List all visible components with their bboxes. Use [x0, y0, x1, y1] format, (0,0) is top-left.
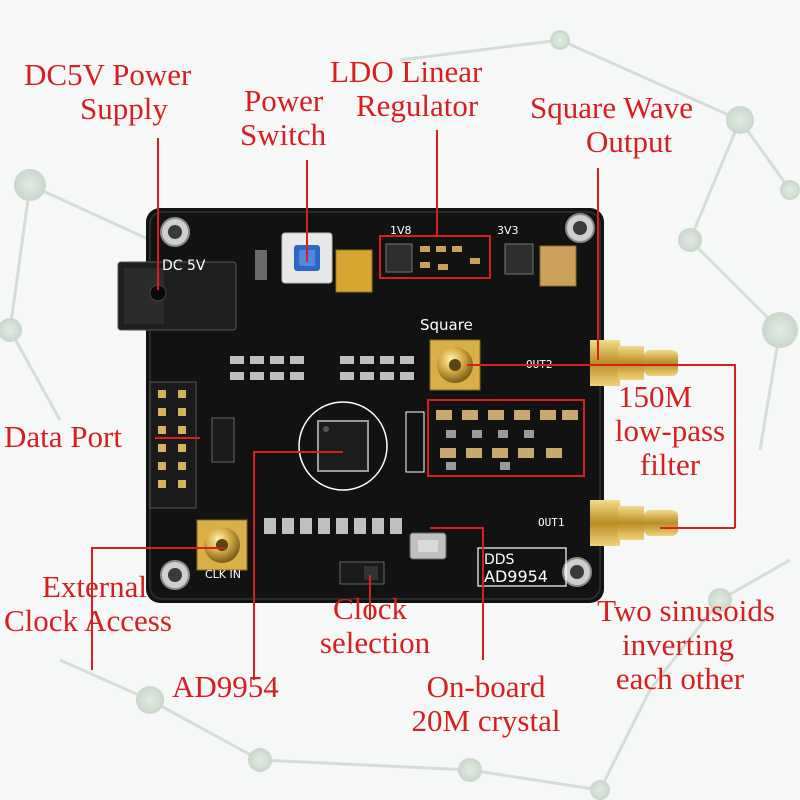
callout-lines — [91, 130, 736, 680]
label-switch-line2: Switch — [240, 117, 327, 152]
sma-out2 — [590, 340, 678, 386]
label-dc5v-line2: Supply — [80, 91, 168, 126]
pcb-board: DC 5V 1V8 3V3 Square OUT2 OUT1 DDS AD995… — [117, 208, 678, 603]
label-clksel-line2: selection — [319, 625, 431, 660]
sma-clk-in — [196, 519, 248, 571]
dc-power-jack — [117, 261, 237, 331]
label-ldo-regulator: LDO Linear Regulator — [330, 55, 482, 123]
label-extclk-line1: External — [42, 569, 148, 604]
silk-3v3: 3V3 — [497, 224, 519, 237]
label-sin-line3: each other — [615, 661, 745, 696]
label-ldo-line1: LDO Linear — [330, 54, 483, 89]
sma-out1 — [590, 500, 678, 546]
clock-selection-jumper — [339, 561, 385, 585]
data-port-header — [149, 381, 235, 509]
label-filter-line1: 150M — [617, 379, 693, 414]
ad9954-chip — [298, 401, 388, 491]
label-clksel-line1: Clock — [332, 591, 408, 626]
silk-out1: OUT1 — [538, 516, 565, 529]
label-square-line1: Square Wave — [530, 90, 694, 125]
silk-1v8: 1V8 — [390, 224, 412, 237]
silk-dds: DDS — [484, 552, 515, 568]
label-square-line2: Output — [586, 124, 673, 159]
label-clock-selection: Clock selection — [300, 592, 450, 660]
label-dc5v-line1: DC5V Power — [24, 57, 192, 92]
label-dc5v-power: DC5V Power Supply — [24, 58, 191, 126]
label-filter-line3: filter — [639, 447, 701, 482]
silk-dc5v: DC 5V — [162, 258, 206, 274]
silk-square: Square — [420, 316, 473, 334]
label-lowpass-filter: 150M low-pass filter — [590, 380, 750, 482]
label-sin-line1: Two sinusoids — [597, 593, 775, 628]
label-ad9954: AD9954 — [172, 669, 279, 704]
label-external-clock: External Clock Access — [4, 570, 172, 638]
label-filter-line2: low-pass — [614, 413, 726, 448]
label-data-port: Data Port — [4, 419, 122, 454]
silk-clk-in: CLK IN — [205, 568, 241, 581]
label-square-wave: Square Wave Output — [530, 91, 693, 159]
label-sin-line2: inverting — [622, 627, 734, 662]
silk-ad9954: AD9954 — [484, 567, 548, 586]
label-ldo-line2: Regulator — [356, 88, 479, 123]
label-two-sinusoids: Two sinusoids inverting each other — [572, 594, 800, 696]
label-power-switch: Power Switch — [240, 84, 326, 152]
label-crystal-line1: On-board — [426, 669, 546, 704]
label-onboard-crystal: On-board 20M crystal — [388, 670, 584, 738]
label-switch-line1: Power — [244, 83, 324, 118]
label-extclk-line2: Clock Access — [4, 603, 172, 638]
network-background — [8, 38, 792, 792]
lowpass-filter-region — [405, 399, 585, 477]
label-crystal-line2: 20M crystal — [411, 703, 561, 738]
crystal-oscillator — [409, 532, 447, 560]
